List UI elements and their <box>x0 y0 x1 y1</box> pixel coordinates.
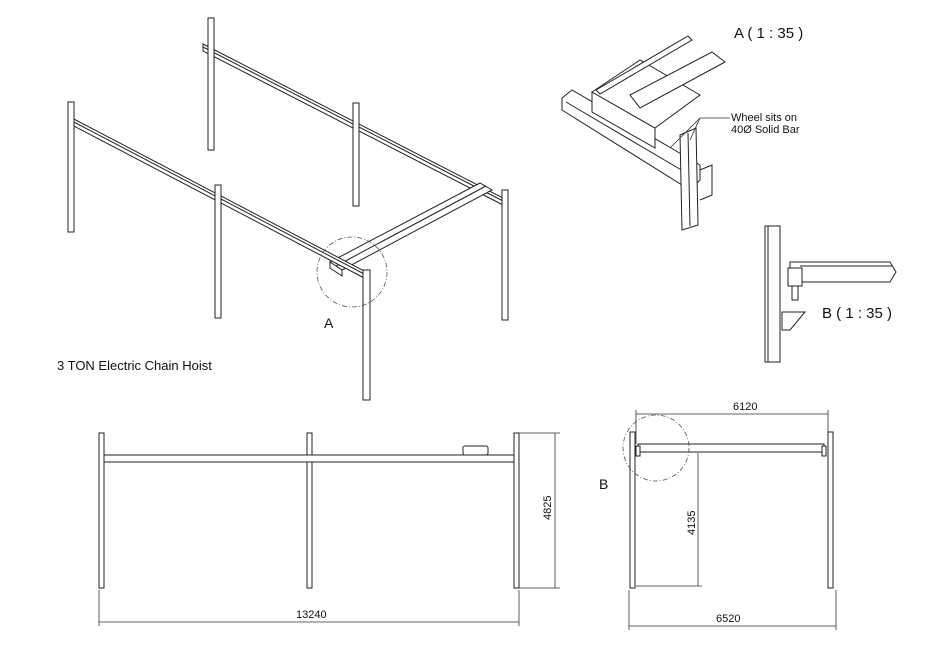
detail-b-callout: B <box>599 476 608 492</box>
girder-top <box>629 51 726 109</box>
dim-front-length: 13240 <box>296 609 327 621</box>
detail-a-label: A ( 1 : 35 ) <box>734 25 803 42</box>
column <box>501 189 509 321</box>
detail-a-callout: A <box>324 315 334 331</box>
hoist <box>462 445 489 456</box>
runway-beam <box>103 454 515 463</box>
dim-outer-span: 6520 <box>716 613 740 625</box>
solid-bar <box>595 35 693 95</box>
column <box>207 17 215 151</box>
detail-b-circle <box>622 414 690 482</box>
wheel-note-1: Wheel sits on <box>731 112 797 124</box>
column <box>67 101 75 233</box>
dim-inner-span: 6120 <box>733 401 757 413</box>
column <box>352 102 360 207</box>
detail-a-circle <box>316 236 388 308</box>
column-detail <box>764 225 781 363</box>
column <box>362 269 371 401</box>
column <box>214 184 222 319</box>
bridge-beam <box>637 443 825 453</box>
isometric-view: A <box>67 17 509 401</box>
detail-b-label: B ( 1 : 35 ) <box>822 305 892 322</box>
front-elevation: 4825 13240 <box>98 432 560 626</box>
detail-a-view: A ( 1 : 35 ) Wheel sits on 40Ø Solid Bar <box>561 25 803 231</box>
wheel-note-2: 40Ø Solid Bar <box>731 124 800 136</box>
girder-end <box>789 261 897 283</box>
detail-b-view: B ( 1 : 35 ) <box>764 225 897 363</box>
side-elevation: 6120 4135 6520 B <box>599 401 837 630</box>
dim-front-height: 4825 <box>542 496 554 520</box>
hoist-note: 3 TON Electric Chain Hoist <box>57 358 212 373</box>
dim-clear-height: 4135 <box>686 511 698 535</box>
